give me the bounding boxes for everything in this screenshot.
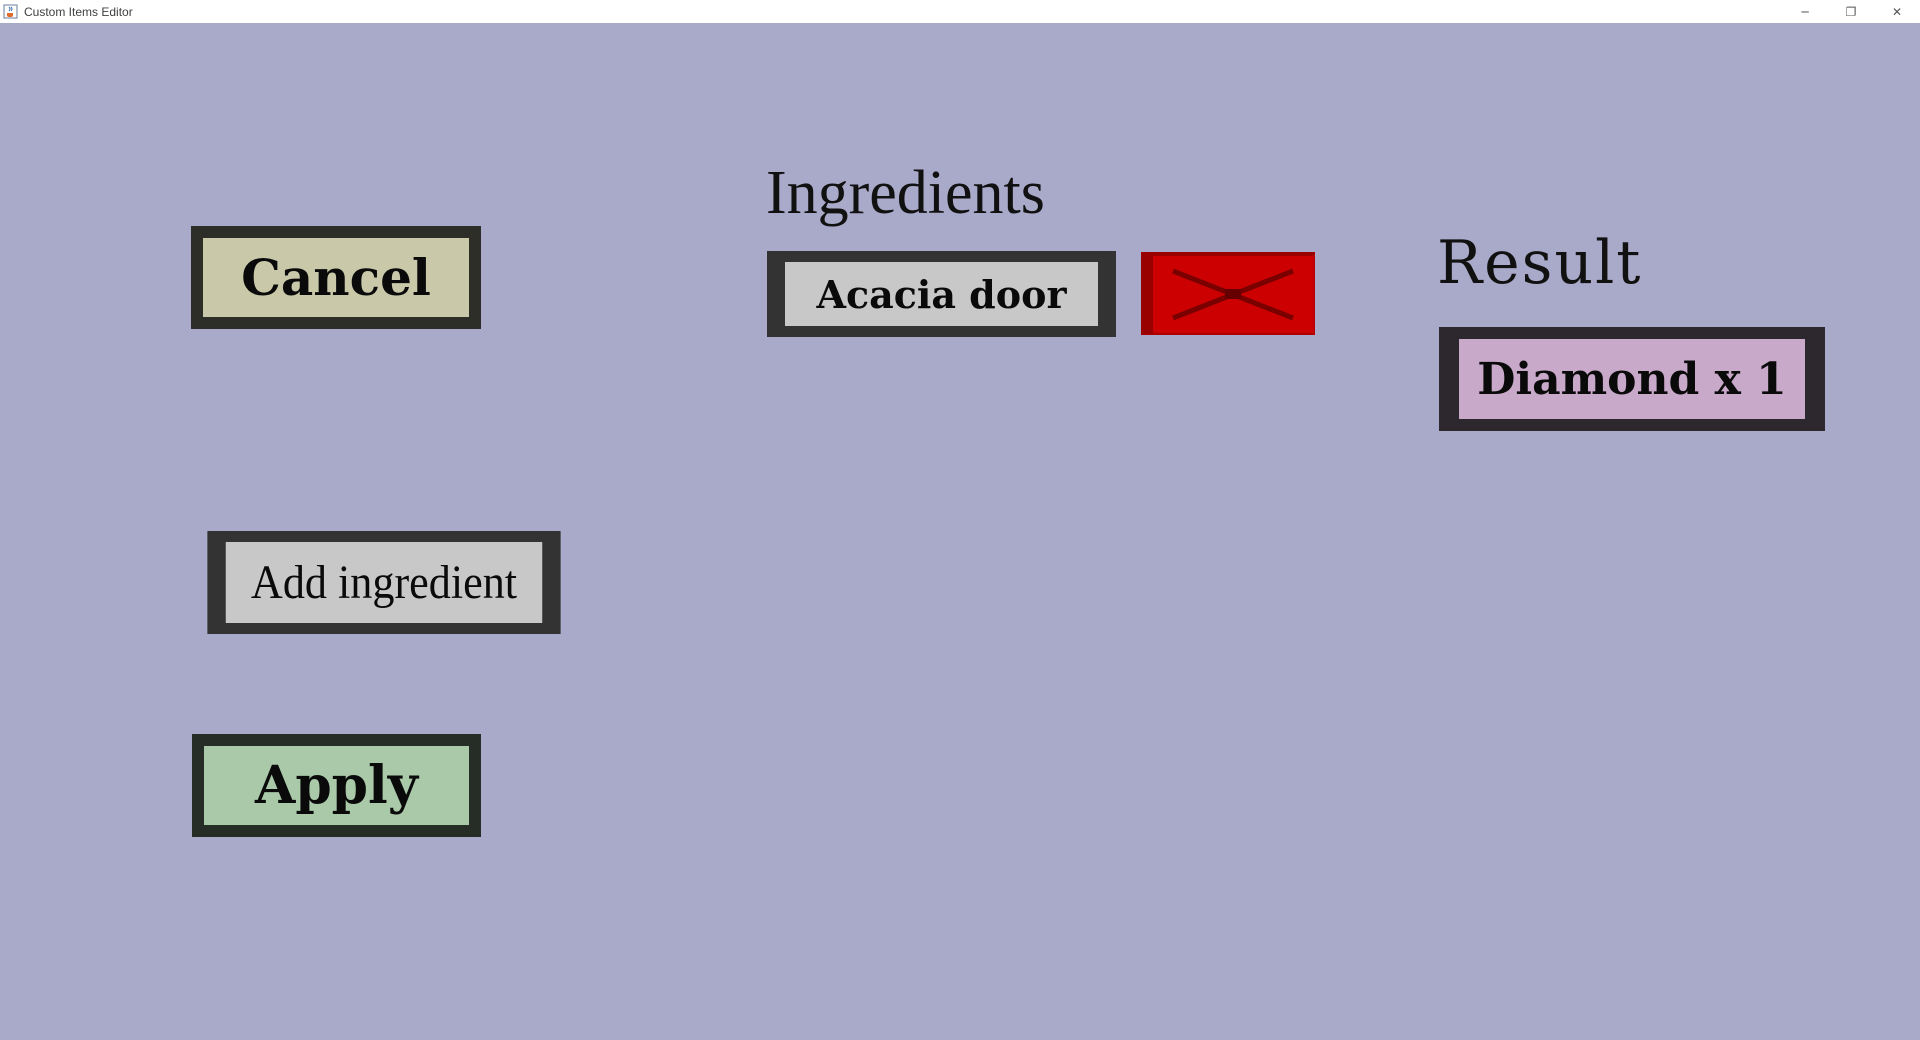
apply-button-label: Apply	[254, 755, 419, 816]
restore-button[interactable]: ❐	[1828, 0, 1874, 23]
result-label: Diamond x 1	[1477, 353, 1787, 405]
window-title: Custom Items Editor	[24, 4, 133, 19]
add-ingredient-button[interactable]: Add ingredient	[207, 531, 561, 634]
close-button[interactable]: ✕	[1874, 0, 1920, 23]
ingredient-label: Acacia door	[816, 271, 1067, 317]
restore-icon: ❐	[1845, 4, 1857, 19]
apply-button[interactable]: Apply	[192, 734, 481, 837]
cross-icon	[1172, 268, 1294, 321]
result-item[interactable]: Diamond x 1	[1439, 327, 1825, 431]
result-heading: Result	[1437, 228, 1643, 298]
minimize-icon: ─	[1801, 4, 1809, 19]
java-cup-icon	[3, 4, 18, 19]
add-ingredient-label: Add ingredient	[250, 556, 518, 609]
close-icon: ✕	[1891, 4, 1903, 19]
cancel-button-label: Cancel	[241, 248, 431, 307]
minimize-button[interactable]: ─	[1782, 0, 1828, 23]
title-bar[interactable]: Custom Items Editor ─ ❐ ✕	[0, 0, 1920, 23]
window-controls: ─ ❐ ✕	[1782, 0, 1920, 23]
remove-ingredient-button[interactable]	[1141, 252, 1315, 335]
ingredient-item[interactable]: Acacia door	[767, 251, 1116, 337]
ingredients-heading: Ingredients	[766, 159, 1045, 227]
cancel-button[interactable]: Cancel	[191, 226, 481, 329]
editor-canvas: Cancel Add ingredient Apply Ingredients …	[0, 23, 1920, 1040]
